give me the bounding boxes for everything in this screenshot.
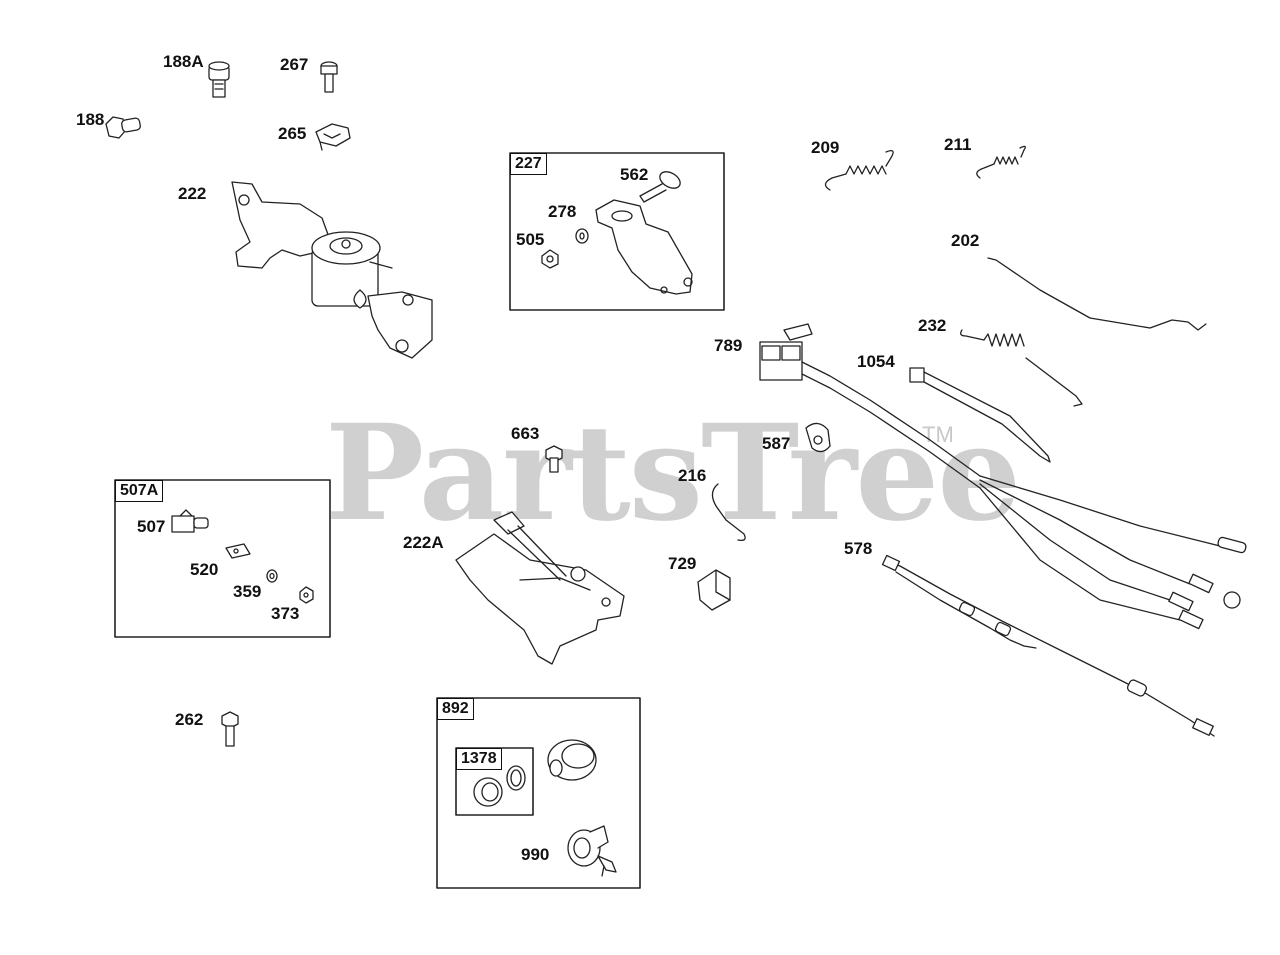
callout-562: 562 [620, 165, 649, 184]
part-663-screw [546, 446, 562, 472]
callout-278: 278 [548, 202, 577, 221]
callout-216: 216 [678, 466, 707, 485]
part-520-bracket [226, 544, 250, 558]
part-729-cap [698, 570, 730, 610]
callout-188a: 188A [163, 52, 204, 71]
part-990-key [568, 826, 616, 876]
part-1378-nut-ring [474, 766, 525, 806]
group-label-507a: 507A [115, 480, 164, 502]
callout-222a: 222A [403, 533, 444, 552]
callout-267: 267 [280, 55, 309, 74]
group-label-227: 227 [510, 153, 547, 175]
group-label-892: 892 [437, 698, 474, 720]
callout-265: 265 [278, 124, 307, 143]
part-232-spring [961, 330, 1082, 406]
part-359-washer [267, 570, 277, 582]
group-box-227 [510, 153, 724, 310]
part-505-nut [542, 250, 558, 268]
part-562-pin [640, 168, 683, 202]
part-1054-cable-tie [910, 368, 1050, 462]
part-188-screw [106, 117, 141, 138]
callout-505: 505 [516, 230, 545, 249]
part-188a-bolt [209, 62, 229, 97]
part-892-ignition-switch [548, 740, 596, 780]
part-216-link [712, 484, 745, 540]
part-265-clip [316, 124, 350, 150]
part-578-harness [883, 556, 1214, 736]
callout-188: 188 [76, 110, 105, 129]
callout-262: 262 [175, 710, 204, 729]
callout-232: 232 [918, 316, 947, 335]
callout-211: 211 [944, 135, 972, 154]
callout-202: 202 [951, 231, 980, 250]
part-209-spring [825, 151, 893, 190]
part-227-lever [596, 200, 692, 294]
part-262-bolt [222, 712, 238, 746]
part-202-rod [988, 258, 1206, 330]
part-222-bracket [232, 182, 432, 358]
callout-990: 990 [521, 845, 550, 864]
part-267-bolt [321, 62, 337, 92]
callout-507: 507 [137, 517, 166, 536]
callout-578: 578 [844, 539, 873, 558]
part-373-nut [300, 587, 313, 603]
part-789-harness [760, 324, 1247, 629]
part-211-spring [977, 146, 1026, 178]
callout-1054: 1054 [857, 352, 895, 371]
callout-359: 359 [233, 582, 262, 601]
group-box-507a [115, 480, 330, 637]
callout-222: 222 [178, 184, 207, 203]
callout-209: 209 [811, 138, 840, 157]
group-label-1378: 1378 [456, 748, 502, 770]
watermark-brand: PartsTree [325, 396, 1021, 551]
callout-729: 729 [668, 554, 697, 573]
callout-373: 373 [271, 604, 300, 623]
part-587-clip [806, 423, 830, 451]
part-278-washer [576, 229, 588, 243]
part-222a-control-plate [456, 512, 624, 664]
callout-789: 789 [714, 336, 743, 355]
part-507-switch [172, 510, 208, 532]
callout-663: 663 [511, 424, 540, 443]
callout-520: 520 [190, 560, 219, 579]
group-box-892 [437, 698, 640, 888]
callout-587: 587 [762, 434, 791, 453]
